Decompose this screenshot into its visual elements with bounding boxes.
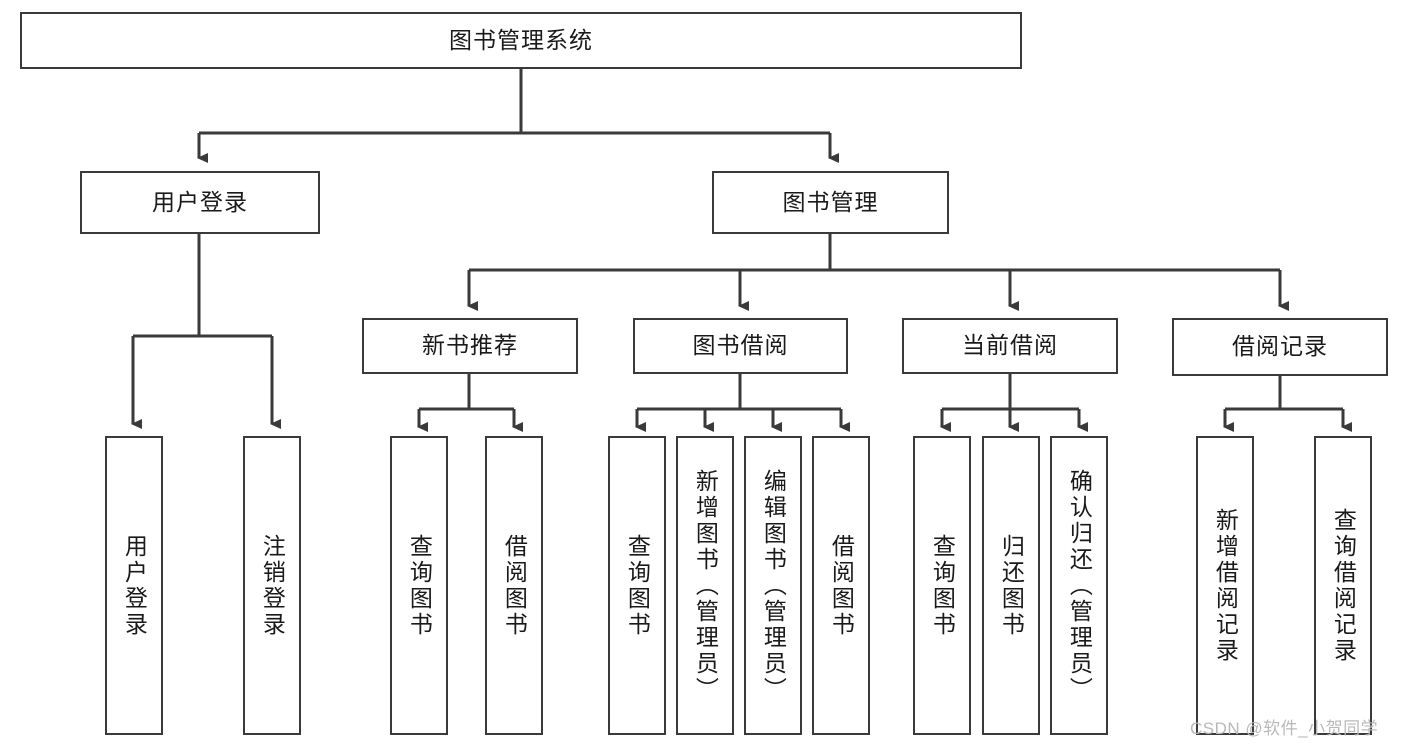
node-label: 借阅记录 <box>1232 333 1328 360</box>
leaf-borrow-borrow-book[interactable]: 借阅图书 <box>812 436 870 735</box>
leaf-current-query-book[interactable]: 查询图书 <box>913 436 971 735</box>
node-label: 确认归还（管理员） <box>1066 468 1093 703</box>
node-label: 编辑图书（管理员） <box>760 468 787 703</box>
node-label: 用户登录 <box>121 533 148 638</box>
leaf-recommend-query-book[interactable]: 查询图书 <box>390 436 448 735</box>
node-label: 借阅图书 <box>828 533 855 638</box>
node-label: 新增图书（管理员） <box>692 468 719 703</box>
node-label: 查询图书 <box>406 533 433 638</box>
node-root-system[interactable]: 图书管理系统 <box>20 12 1022 69</box>
leaf-records-add-record[interactable]: 新增借阅记录 <box>1196 436 1254 735</box>
node-label: 用户登录 <box>152 188 248 215</box>
node-label: 注销登录 <box>259 533 286 638</box>
leaf-current-confirm-return[interactable]: 确认归还（管理员） <box>1050 436 1108 735</box>
node-label: 查询借阅记录 <box>1330 507 1357 664</box>
leaf-borrow-query-book[interactable]: 查询图书 <box>608 436 666 735</box>
node-book-borrow[interactable]: 图书借阅 <box>633 318 848 374</box>
leaf-recommend-borrow-book[interactable]: 借阅图书 <box>485 436 543 735</box>
node-new-book-recommend[interactable]: 新书推荐 <box>362 318 578 374</box>
node-label: 查询图书 <box>624 533 651 638</box>
node-label: 借阅图书 <box>501 533 528 638</box>
node-user-login[interactable]: 用户登录 <box>80 171 320 234</box>
leaf-records-query-record[interactable]: 查询借阅记录 <box>1314 436 1372 735</box>
node-label: 当前借阅 <box>962 332 1058 359</box>
leaf-current-return-book[interactable]: 归还图书 <box>982 436 1040 735</box>
leaf-borrow-add-book[interactable]: 新增图书（管理员） <box>676 436 734 735</box>
node-label: 查询图书 <box>929 533 956 638</box>
leaf-borrow-edit-book[interactable]: 编辑图书（管理员） <box>744 436 802 735</box>
node-label: 新书推荐 <box>422 332 518 359</box>
node-borrow-records[interactable]: 借阅记录 <box>1172 318 1388 376</box>
node-label: 图书管理 <box>782 188 879 215</box>
node-label: 图书借阅 <box>692 332 789 359</box>
node-label: 图书管理系统 <box>449 26 593 53</box>
node-current-borrow[interactable]: 当前借阅 <box>902 318 1118 374</box>
leaf-user-login-logout[interactable]: 注销登录 <box>243 436 301 735</box>
leaf-user-login-login[interactable]: 用户登录 <box>105 436 163 735</box>
node-label: 新增借阅记录 <box>1212 507 1239 664</box>
node-label: 归还图书 <box>998 533 1025 638</box>
node-book-management[interactable]: 图书管理 <box>712 171 949 234</box>
